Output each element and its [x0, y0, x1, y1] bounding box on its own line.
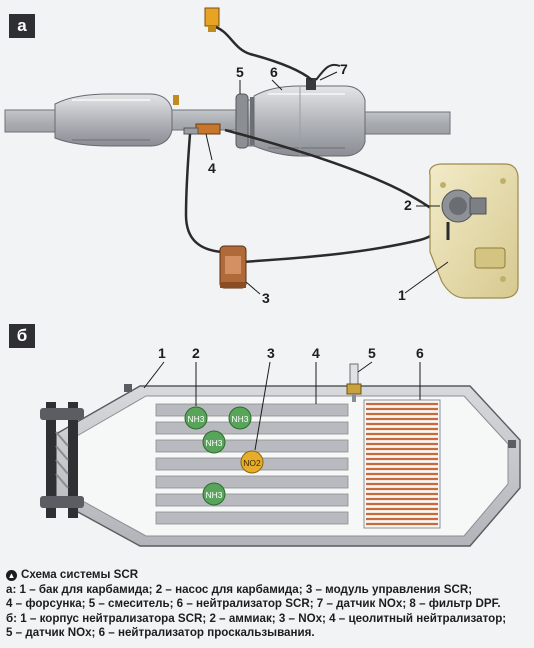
nox-sensor-7: [306, 78, 316, 90]
mixer-clamp-inner: [250, 97, 254, 145]
caption-line-a2: 4 – форсунка; 5 – смеситель; 6 – нейтрал…: [6, 597, 501, 611]
nh3-text: NH3: [205, 490, 222, 500]
label-a-4: 4: [208, 160, 216, 176]
label-a-2: 2: [404, 197, 412, 213]
caption-line-b2: 5 – датчик NOx; 6 – нейтрализатор проска…: [6, 626, 315, 640]
panel-b-tag: б: [9, 324, 35, 348]
label-a-1: 1: [398, 287, 406, 303]
injector-4: [183, 123, 221, 135]
ammonia-molecule: NH3: [202, 482, 226, 506]
ammonia-molecule: NH3: [184, 406, 208, 430]
dpf-filter: [54, 93, 173, 147]
nox-molecule: NO2: [240, 450, 264, 474]
temp-sensor: [173, 95, 179, 105]
mixer-clamp: [235, 93, 249, 149]
nox-sensor-5: [346, 363, 362, 402]
label-b-3: 3: [267, 345, 275, 361]
caption-line-a1: а: 1 – бак для карбамида; 2 – насос для …: [6, 582, 473, 596]
leaders-b: [143, 361, 421, 451]
label-b-5: 5: [368, 345, 376, 361]
caption-line-b1: б: 1 – корпус нейтрализатора SCR; 2 – ам…: [6, 611, 507, 625]
label-b-2: 2: [192, 345, 200, 361]
slip-catalyst: [363, 399, 441, 529]
label-b-6: 6: [416, 345, 424, 361]
nh3-text: NH3: [187, 414, 204, 424]
label-a-6: 6: [270, 64, 278, 80]
label-b-1: 1: [158, 345, 166, 361]
label-a-5: 5: [236, 64, 244, 80]
nh3-text: NH3: [231, 414, 248, 424]
caption-title: Схема системы SCR: [21, 568, 139, 581]
scr-control-module: [219, 245, 247, 289]
arrow-up-icon: ▲: [6, 569, 17, 581]
nh3-text: NH3: [205, 438, 222, 448]
scr-diagram: 5 6 7 4 2 3 1: [4, 7, 521, 547]
label-b-4: 4: [312, 345, 320, 361]
no2-text: NO2: [243, 458, 261, 468]
ammonia-molecule: NH3: [228, 406, 252, 430]
dosing-hose: [184, 133, 223, 254]
scr-catalyst: [253, 85, 366, 157]
panel-a-tag: а: [9, 14, 35, 38]
nox-sensor-connector: [204, 7, 220, 32]
caption-title-row: ▲ Схема системы SCR: [6, 568, 528, 583]
panel-b: NH3 NH3 NH3 NH3 NO2 1 2: [40, 345, 521, 547]
ammonia-molecule: NH3: [202, 430, 226, 454]
figure-caption: ▲ Схема системы SCR а: 1 – бак для карба…: [6, 568, 528, 641]
flange: [40, 402, 84, 518]
leaders-a: [205, 71, 449, 295]
sensor-wire: [211, 24, 313, 81]
urea-tank: [429, 163, 519, 299]
label-a-7: 7: [340, 61, 348, 77]
sensor-wire-2: [315, 63, 341, 81]
control-wire: [241, 221, 449, 264]
label-a-3: 3: [262, 290, 270, 306]
urea-pump: [441, 189, 487, 240]
panel-a: 5 6 7 4 2 3 1: [4, 7, 519, 306]
